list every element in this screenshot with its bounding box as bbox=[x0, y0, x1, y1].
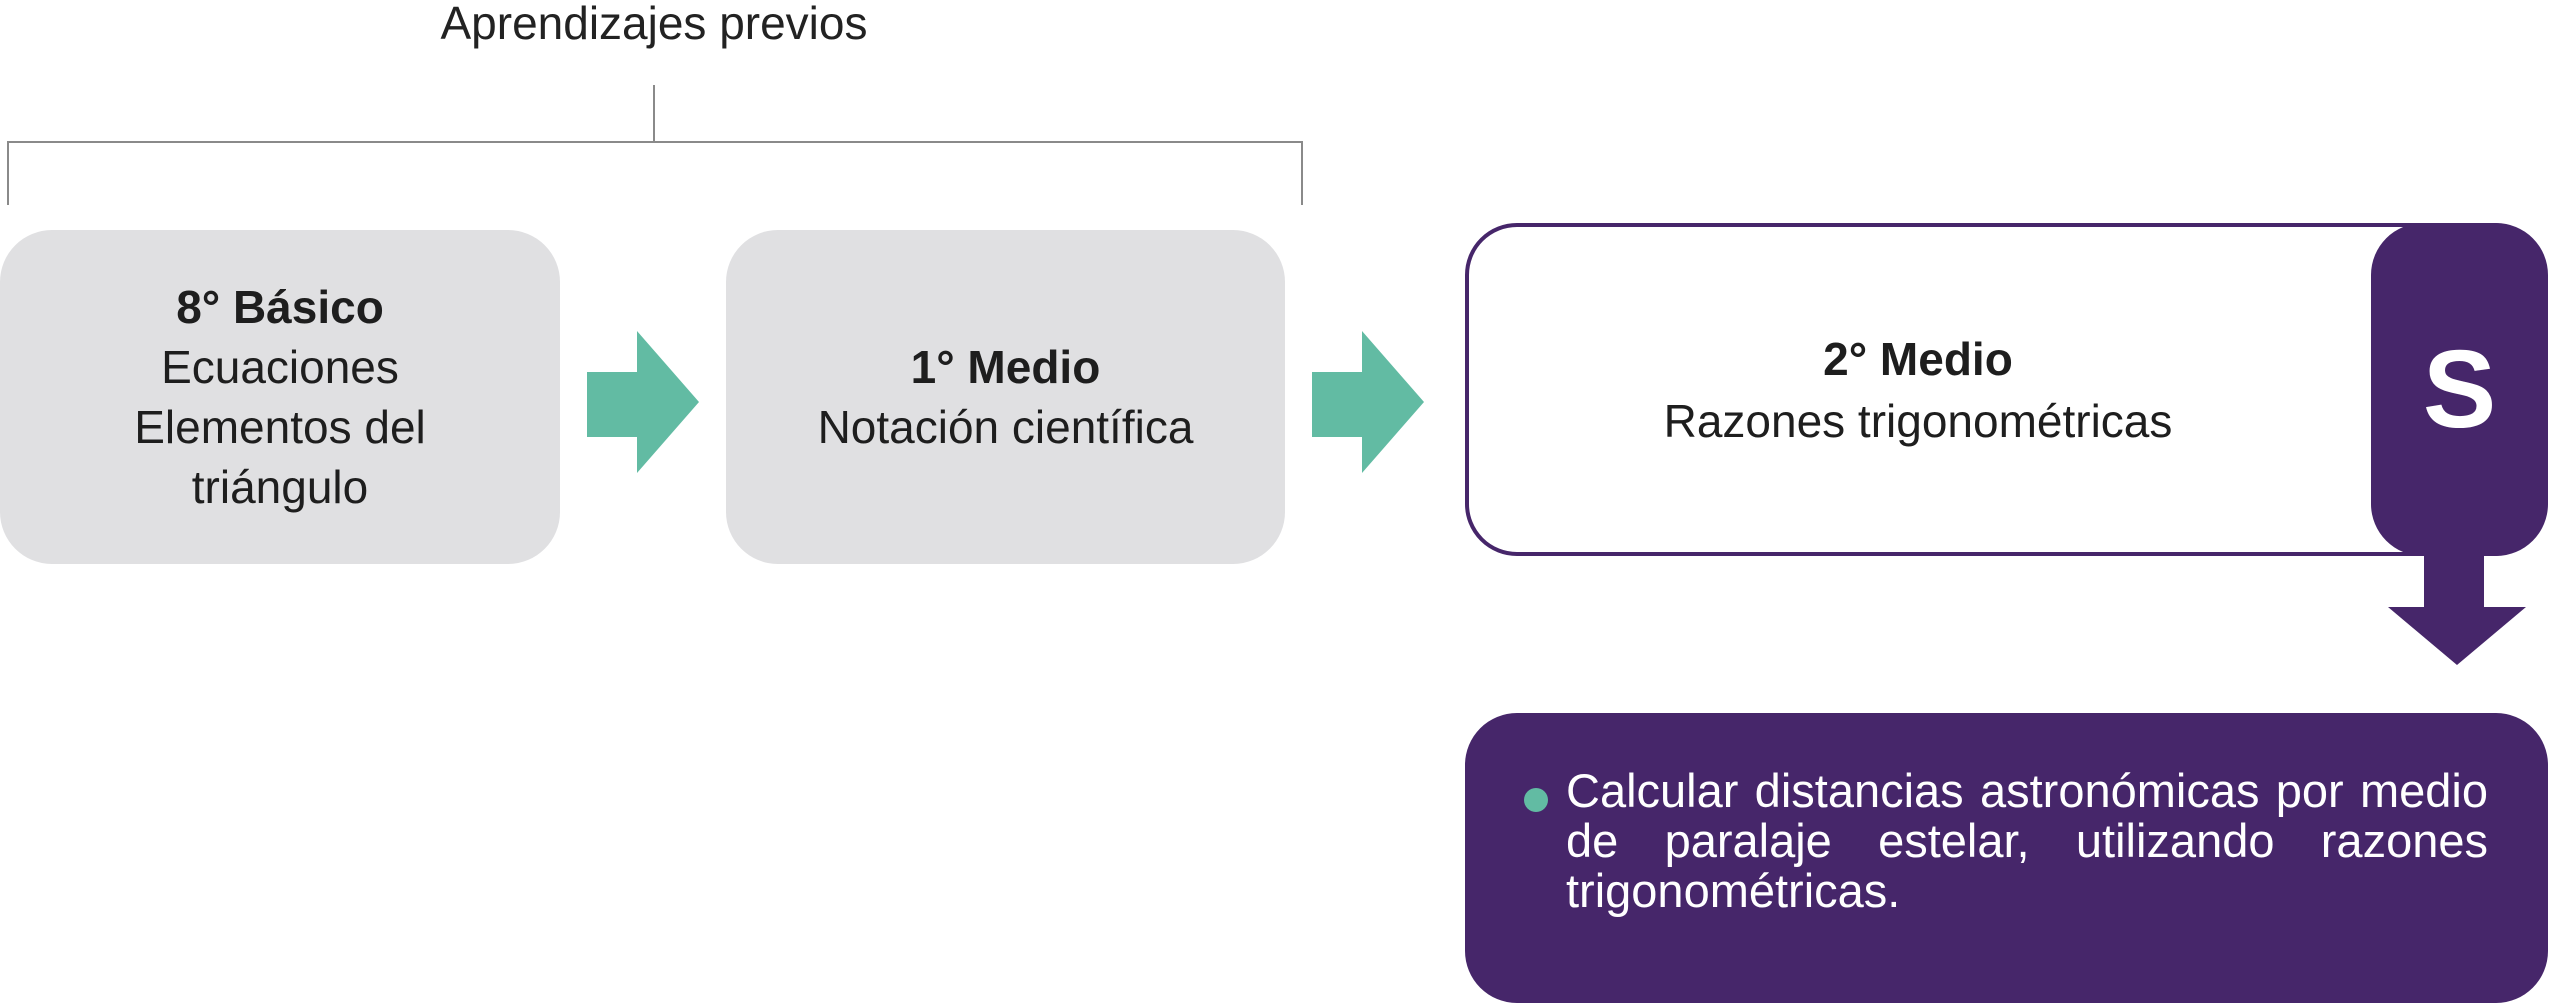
box-1-medio: 1° Medio Notación científica bbox=[726, 230, 1285, 564]
box-8-basico: 8° Básico Ecuaciones Elementos del trián… bbox=[0, 230, 560, 564]
bracket-right bbox=[1301, 141, 1303, 205]
right-arrow-icon bbox=[1312, 331, 1424, 473]
down-arrow-icon bbox=[2388, 550, 2526, 665]
section-title: Aprendizajes previos bbox=[440, 0, 868, 49]
box-line: Razones trigonométricas bbox=[1663, 394, 2173, 447]
bracket-bar bbox=[7, 141, 1303, 143]
box-level: 2° Medio bbox=[1823, 332, 2013, 385]
box-line: Elementos del bbox=[134, 401, 426, 453]
goal-text: Calcular distancias astronómicas por med… bbox=[1566, 764, 2488, 917]
bracket-left bbox=[7, 141, 9, 205]
box-line: Notación científica bbox=[817, 401, 1194, 453]
badge-s: S bbox=[2371, 223, 2548, 556]
box-level: 1° Medio bbox=[910, 341, 1101, 393]
goal-box bbox=[1465, 713, 2548, 1003]
bracket-stem bbox=[653, 85, 655, 143]
box-2-medio bbox=[1465, 223, 2545, 556]
bullet-icon bbox=[1524, 788, 1548, 812]
box-line: triángulo bbox=[191, 461, 369, 513]
box-level: 8° Básico bbox=[176, 281, 384, 333]
right-arrow-icon bbox=[587, 331, 699, 473]
box-line: Ecuaciones bbox=[161, 341, 399, 393]
box-2-medio-text: 2° Medio Razones trigonométricas bbox=[1465, 223, 2371, 556]
